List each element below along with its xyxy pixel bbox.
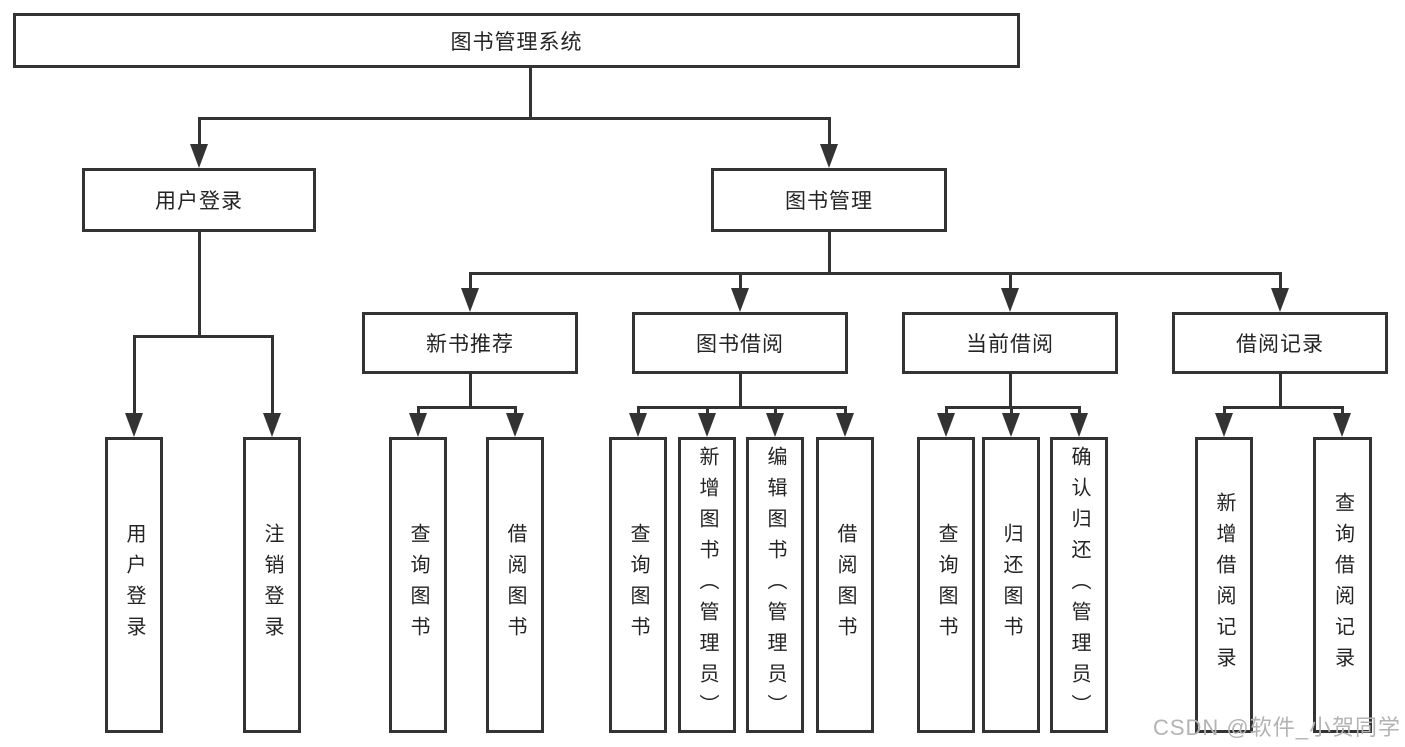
node-leaf-query-books-1: 查询图书 bbox=[389, 437, 447, 733]
node-leaf-edit-books-admin: 编辑图书（管理员） bbox=[746, 437, 804, 733]
node-leaf-add-books-admin: 新增图书（管理员） bbox=[678, 437, 736, 733]
node-label: 查询图书 bbox=[407, 523, 429, 647]
arrowhead-down-icon bbox=[836, 413, 854, 437]
node-leaf-user-login: 用户登录 bbox=[105, 437, 163, 733]
connector-stub bbox=[468, 374, 472, 407]
connector-branch bbox=[1222, 405, 1344, 409]
node-borrowing-records: 借阅记录 bbox=[1172, 312, 1388, 374]
node-label: 借阅图书 bbox=[504, 523, 526, 647]
connector-arrow-shaft bbox=[636, 407, 640, 415]
arrowhead-down-icon bbox=[125, 413, 143, 437]
arrowhead-down-icon bbox=[409, 413, 427, 437]
node-label: 注销登录 bbox=[261, 523, 283, 647]
connector-branch bbox=[132, 334, 274, 338]
node-leaf-query-books-2: 查询图书 bbox=[609, 437, 667, 733]
node-leaf-query-borrow-record: 查询借阅记录 bbox=[1313, 437, 1372, 733]
node-label: 当前借阅 bbox=[966, 333, 1054, 356]
node-user-login-module: 用户登录 bbox=[82, 168, 316, 232]
arrowhead-down-icon bbox=[766, 413, 784, 437]
connector-arrow-shaft bbox=[1009, 407, 1013, 415]
connector-branch bbox=[197, 116, 831, 120]
node-label: 新书推荐 bbox=[426, 333, 514, 356]
watermark: CSDN @软件_小贺同学 bbox=[1152, 715, 1401, 740]
connector-arrow-shaft bbox=[513, 407, 517, 415]
node-label: 查询图书 bbox=[935, 523, 957, 647]
arrowhead-down-icon bbox=[1001, 288, 1019, 312]
connector-arrow-shaft bbox=[1077, 407, 1081, 415]
connector-arrow-shaft bbox=[773, 407, 777, 415]
connector-arrow-shaft bbox=[705, 407, 709, 415]
connector-stub bbox=[738, 374, 742, 407]
connector-arrow-shaft bbox=[1008, 273, 1012, 290]
arrowhead-down-icon bbox=[1215, 413, 1233, 437]
arrowhead-down-icon bbox=[731, 288, 749, 312]
node-label: 新增借阅记录 bbox=[1213, 492, 1235, 678]
arrowhead-down-icon bbox=[263, 413, 281, 437]
node-book-borrowing: 图书借阅 bbox=[632, 312, 848, 374]
node-label: 借阅记录 bbox=[1236, 333, 1324, 356]
node-leaf-add-borrow-record: 新增借阅记录 bbox=[1195, 437, 1253, 733]
node-label: 归还图书 bbox=[1000, 523, 1022, 647]
connector-arrow-shaft bbox=[944, 407, 948, 415]
connector-arrow-shaft bbox=[468, 273, 472, 290]
arrowhead-down-icon bbox=[190, 144, 208, 168]
arrowhead-down-icon bbox=[698, 413, 716, 437]
node-label: 查询图书 bbox=[627, 523, 649, 647]
node-leaf-borrow-books-2: 借阅图书 bbox=[816, 437, 874, 733]
connector-arrow-shaft bbox=[1278, 273, 1282, 290]
connector-arrow-shaft bbox=[1340, 407, 1344, 415]
arrowhead-down-icon bbox=[506, 413, 524, 437]
node-label: 用户登录 bbox=[155, 190, 243, 213]
node-leaf-return-books: 归还图书 bbox=[982, 437, 1040, 733]
arrowhead-down-icon bbox=[1002, 413, 1020, 437]
connector-stub bbox=[827, 232, 831, 273]
node-label: 查询借阅记录 bbox=[1331, 492, 1354, 678]
arrowhead-down-icon bbox=[1271, 288, 1289, 312]
connector-branch bbox=[416, 405, 517, 409]
node-label: 新增图书（管理员） bbox=[696, 445, 718, 725]
node-book-management-module: 图书管理 bbox=[711, 168, 947, 232]
node-label: 编辑图书（管理员） bbox=[764, 445, 786, 725]
connector-branch bbox=[944, 405, 1081, 409]
node-new-book-recommendation: 新书推荐 bbox=[362, 312, 578, 374]
node-label: 图书管理系统 bbox=[450, 30, 583, 54]
arrowhead-down-icon bbox=[820, 144, 838, 168]
node-library-management-system: 图书管理系统 bbox=[13, 13, 1020, 68]
connector-stub bbox=[528, 68, 532, 118]
connector-branch bbox=[636, 405, 847, 409]
connector-arrow-shaft bbox=[1222, 407, 1226, 415]
node-leaf-logout: 注销登录 bbox=[243, 437, 301, 733]
node-label: 图书借阅 bbox=[696, 333, 784, 356]
connector-arrow-shaft bbox=[416, 407, 420, 415]
arrowhead-down-icon bbox=[1333, 413, 1351, 437]
node-label: 图书管理 bbox=[785, 190, 873, 213]
connector-arrow-shaft bbox=[270, 336, 274, 415]
node-current-borrowing: 当前借阅 bbox=[902, 312, 1118, 374]
node-leaf-query-books-3: 查询图书 bbox=[917, 437, 975, 733]
node-leaf-borrow-books-1: 借阅图书 bbox=[486, 437, 544, 733]
arrowhead-down-icon bbox=[461, 288, 479, 312]
arrowhead-down-icon bbox=[629, 413, 647, 437]
connector-branch bbox=[468, 271, 1282, 275]
arrowhead-down-icon bbox=[937, 413, 955, 437]
connector-stub bbox=[1278, 374, 1282, 407]
connector-stub bbox=[1008, 374, 1012, 407]
arrowhead-down-icon bbox=[1070, 413, 1088, 437]
node-label: 确认归还（管理员） bbox=[1068, 445, 1090, 725]
connector-arrow-shaft bbox=[132, 336, 136, 415]
node-label: 借阅图书 bbox=[834, 523, 856, 647]
connector-arrow-shaft bbox=[827, 118, 831, 146]
node-label: 用户登录 bbox=[123, 523, 145, 647]
connector-arrow-shaft bbox=[843, 407, 847, 415]
connector-arrow-shaft bbox=[197, 118, 201, 146]
connector-arrow-shaft bbox=[738, 273, 742, 290]
node-leaf-confirm-return-admin: 确认归还（管理员） bbox=[1050, 437, 1108, 733]
connector-stub bbox=[197, 232, 201, 336]
